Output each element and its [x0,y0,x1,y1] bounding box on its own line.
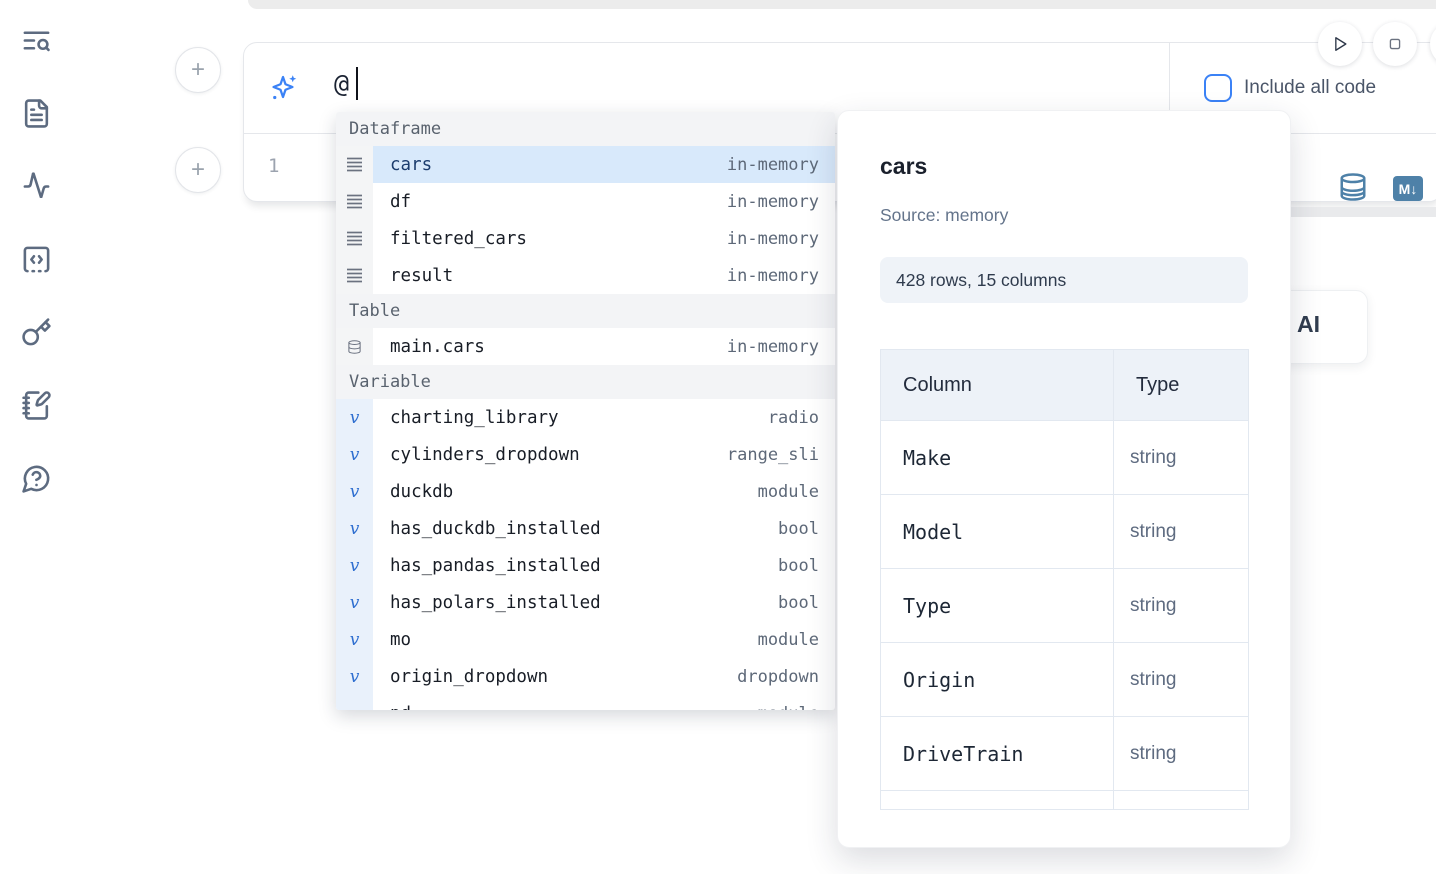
line-number: 1 [268,155,280,177]
sparkles-ai-icon [272,75,297,100]
dataframe-preview-panel: cars Source: memory 428 rows, 15 columns… [837,110,1291,848]
key-icon[interactable] [18,314,54,350]
add-cell-button[interactable]: + [175,47,221,93]
preview-shape-badge: 428 rows, 15 columns [880,257,1248,303]
sidebar [18,22,58,533]
help-chat-icon[interactable] [18,460,54,496]
variable-v-icon: v [336,510,373,547]
more-actions-button[interactable] [1430,22,1436,66]
file-text-icon[interactable] [18,95,54,131]
variable-v-icon: v [336,473,373,510]
variable-v-icon: v [336,658,373,695]
section-header-dataframe: Dataframe [336,112,835,146]
table-row: Model string [880,494,1249,569]
table-row: DriveTrain string [880,716,1249,791]
play-icon [1335,37,1347,51]
column-header: Column [880,349,1114,421]
section-header-table: Table [336,294,835,328]
table-row: Type string [880,568,1249,643]
autocomplete-item-pd[interactable]: v pdmodule [336,695,835,710]
notebook-pen-icon[interactable] [18,387,54,423]
ai-button-label: AI [1297,311,1320,337]
run-cell-button[interactable] [1318,22,1362,66]
include-all-code-checkbox[interactable] [1204,74,1232,102]
variable-v-icon: v [336,547,373,584]
code-square-dashed-icon[interactable] [18,241,54,277]
rows-icon [336,146,373,183]
preview-source: Source: memory [880,205,1009,225]
table-row [880,790,1249,810]
database-icon [336,328,373,365]
rows-icon [336,183,373,220]
variable-v-icon: v [336,584,373,621]
section-header-variable: Variable [336,365,835,399]
stop-cell-button[interactable] [1373,22,1417,66]
add-cell-button[interactable]: + [175,147,221,193]
table-row: Origin string [880,642,1249,717]
ai-prompt-input[interactable]: @ [334,69,350,98]
output-table-edge [1200,207,1436,217]
preview-title: cars [880,153,928,179]
database-icon[interactable] [1338,171,1368,203]
divider [1169,43,1170,134]
type-header: Type [1113,349,1249,421]
text-cursor [356,67,358,100]
variable-v-icon: v [336,695,373,710]
previous-cell-edge [248,0,1436,9]
table-row: Make string [880,420,1249,495]
preview-columns-table: Column Type Make string Model string Typ… [880,349,1249,810]
variable-v-icon: v [336,436,373,473]
variable-v-icon: v [336,621,373,658]
markdown-export-icon[interactable]: M↓ [1393,176,1423,201]
stop-icon [1389,38,1401,50]
code-editor-row[interactable]: 1 M↓ [244,135,1436,202]
include-all-code-label[interactable]: Include all code [1244,77,1377,98]
text-search-icon[interactable] [18,22,54,58]
variable-v-icon: v [336,399,373,436]
rows-icon [336,220,373,257]
activity-icon[interactable] [18,168,54,204]
rows-icon [336,257,373,294]
